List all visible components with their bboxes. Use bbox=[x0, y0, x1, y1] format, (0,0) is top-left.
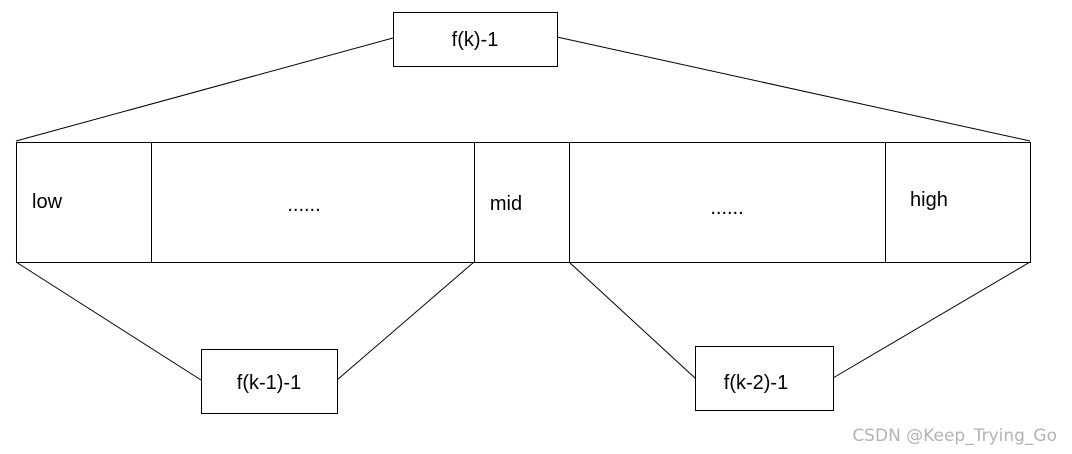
csdn-watermark: CSDN @Keep_Trying_Go bbox=[852, 426, 1057, 446]
top-box: f(k)-1 bbox=[393, 12, 558, 67]
bottom-right-connector-outer bbox=[832, 261, 1031, 379]
bottom-left-box: f(k-1)-1 bbox=[201, 349, 338, 414]
bottom-right-box: f(k-2)-1 bbox=[695, 346, 834, 411]
bottom-right-box-label: f(k-2)-1 bbox=[724, 372, 788, 394]
array-row: low ...... mid ...... high bbox=[16, 142, 1031, 263]
cell-left-ellipsis-label: ...... bbox=[287, 194, 320, 216]
bottom-right-connector-inner bbox=[568, 261, 696, 379]
cell-high-label: high bbox=[910, 189, 948, 211]
top-left-connector bbox=[15, 37, 394, 142]
top-box-label: f(k)-1 bbox=[452, 29, 499, 51]
bottom-left-connector-outer bbox=[15, 261, 202, 381]
cell-right-ellipsis-label: ...... bbox=[710, 197, 743, 219]
bottom-left-connector-inner bbox=[336, 261, 475, 381]
top-right-connector bbox=[556, 36, 1031, 142]
array-outline bbox=[16, 142, 1031, 263]
cell-mid-label: mid bbox=[490, 193, 522, 215]
bottom-left-box-label: f(k-1)-1 bbox=[237, 372, 301, 394]
cell-low-label: low bbox=[32, 191, 63, 213]
